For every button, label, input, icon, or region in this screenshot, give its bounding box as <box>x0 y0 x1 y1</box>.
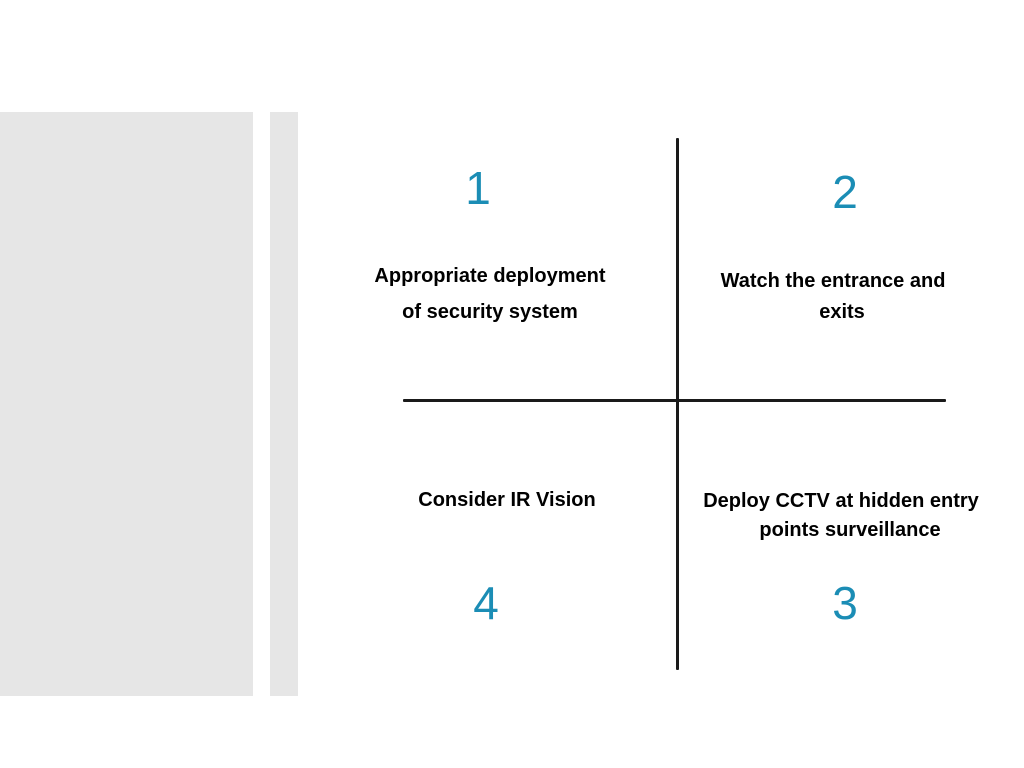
horizontal-divider <box>403 399 946 402</box>
quadrant-4-number: 4 <box>473 577 499 629</box>
quadrant-4-text: Consider IR Vision <box>392 487 622 513</box>
quadrant-1-line-2: of security system <box>402 301 578 323</box>
quadrant-3-text: Deploy CCTV at hidden entry points surve… <box>690 487 992 545</box>
side-panel-wide <box>0 112 253 696</box>
quadrant-2-line-2: exits <box>819 301 865 323</box>
quadrant-3-number: 3 <box>832 577 858 629</box>
quadrant-3-line-2: points surveillance <box>759 519 941 541</box>
quadrant-2-line-1: Watch the entrance and <box>720 270 946 292</box>
quadrant-1-line-1: Appropriate deployment <box>374 265 606 287</box>
side-panel-narrow <box>270 112 298 696</box>
quadrant-2-text: Watch the entrance and exits <box>693 266 973 328</box>
quadrant-1-text: Appropriate deployment of security syste… <box>345 258 635 330</box>
quadrant-4-line-1: Consider IR Vision <box>418 489 596 511</box>
quadrant-2-number: 2 <box>832 166 858 218</box>
quadrant-1-number: 1 <box>465 162 491 214</box>
quadrant-3-line-1: Deploy CCTV at hidden entry <box>703 490 979 512</box>
vertical-divider <box>676 138 679 670</box>
